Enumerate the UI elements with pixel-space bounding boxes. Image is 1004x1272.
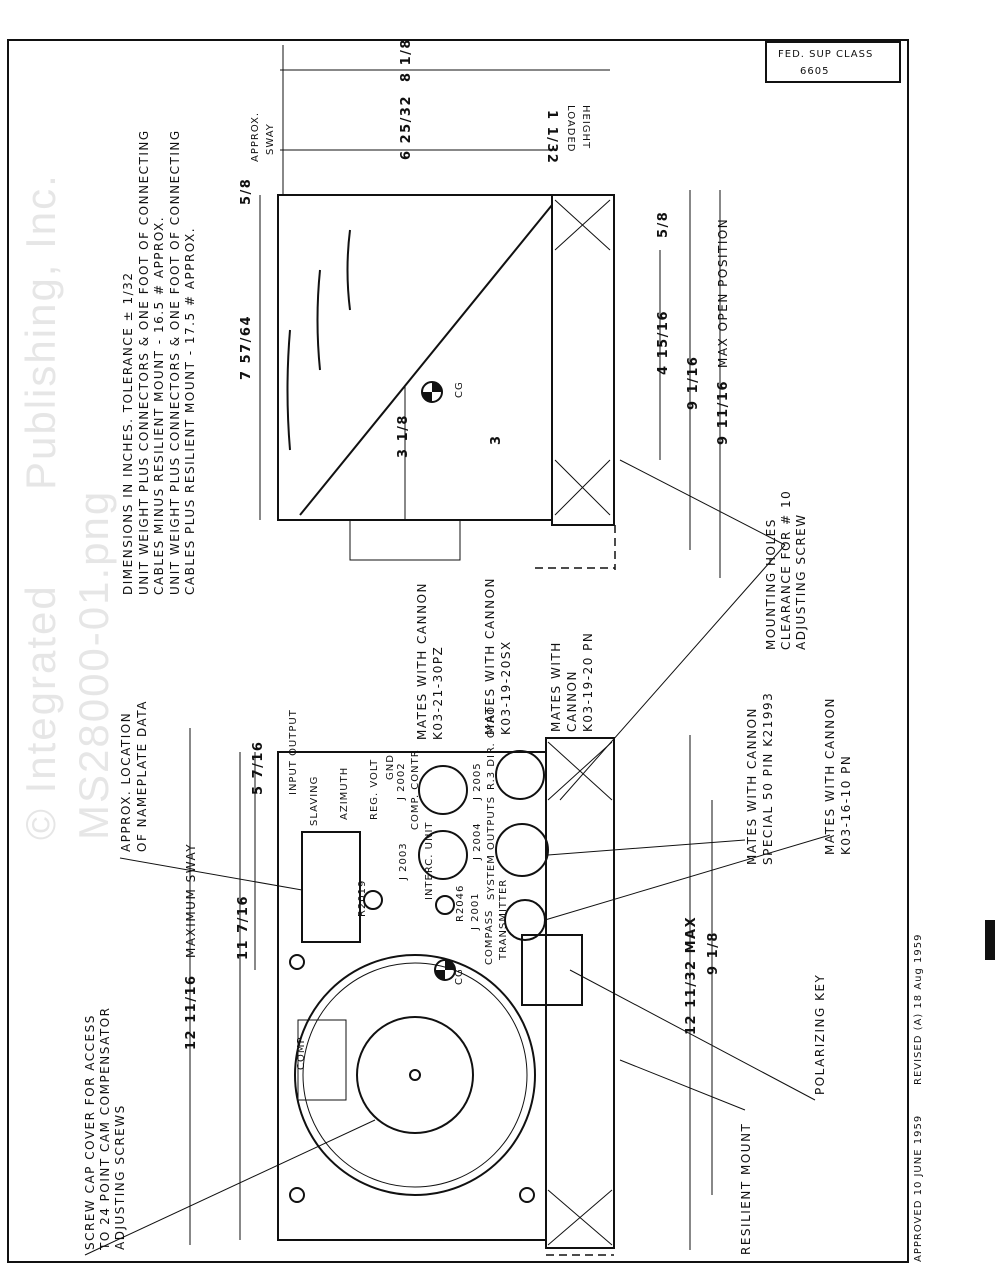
cannon-3-callout: MATES WITH [549, 641, 563, 732]
note-line: UNIT WEIGHT PLUS CONNECTORS & ONE FOOT O… [168, 129, 182, 595]
approx-sway-label: SWAY [265, 123, 276, 155]
screw-cap-callout: ADJUSTING SCREWS [113, 1104, 127, 1250]
j2002-label: J 2002 [396, 762, 407, 801]
connector-j2004 [495, 823, 549, 877]
cannon-2-callout: K03-19-20SX [499, 640, 513, 735]
dim-9-1-16: 9 1/16 [686, 356, 701, 410]
mounting-holes-label: MOUNTING HOLES [764, 518, 778, 650]
r2046-label: R2046 [455, 885, 466, 922]
azimuth-label: AZIMUTH [339, 767, 350, 820]
j2004-label: J 2004 [472, 822, 483, 861]
screw-cap [356, 1016, 474, 1134]
cannon-1-callout: MATES WITH CANNON [415, 582, 429, 740]
note-line: DIMENSIONS IN INCHES. TOLERANCE ± 1/32 [121, 272, 135, 595]
connector-j2003 [418, 830, 468, 880]
resilient-mount-body [545, 737, 615, 1249]
nameplate-area [301, 831, 361, 943]
connector-j2002 [418, 765, 468, 815]
cannon-5-callout: MATES WITH CANNON [823, 697, 837, 855]
nameplate-callout: OF NAMEPLATE DATA [135, 700, 149, 852]
screw-cap-callout: TO 24 POINT CAM COMPENSATOR [98, 1007, 112, 1251]
dim-4-15-16: 4 15/16 [656, 310, 671, 375]
reg-volt-label: REG. VOLT [369, 759, 380, 820]
mounting-holes-label: CLEARANCE FOR # 10 [779, 490, 793, 650]
dim-1-1-32: 1 1/32 [544, 110, 559, 164]
interc-unit-label: INTERC. UNIT [424, 821, 435, 900]
watermark: © Integrated Publishing, Inc. MS28000-01… [17, 173, 117, 840]
cg-label-front: CG [454, 968, 465, 985]
general-notes: DIMENSIONS IN INCHES. TOLERANCE ± 1/32 U… [121, 129, 197, 595]
dim-6-25-32: 6 25/32 [399, 95, 414, 160]
compass-label: COMPASS [484, 910, 495, 965]
side-view: CG 7 57/64 5/8 APPROX. SWAY 6 25/32 8 1/… [239, 38, 808, 801]
fed-sup-class-label: FED. SUP CLASS [778, 49, 873, 60]
connector-j2005 [495, 750, 545, 800]
slaving-label: SLAVING [309, 776, 320, 826]
dim-3: 3 [489, 434, 504, 445]
j2003-label: J 2003 [398, 842, 409, 881]
dim-9-1-8: 9 1/8 [706, 931, 721, 975]
note-line: CABLES MINUS RESILIENT MOUNT - 16.5 # AP… [152, 216, 166, 595]
comp-label: COMP [296, 1036, 307, 1070]
dim-12-11-16: 12 11/16 [184, 974, 199, 1050]
j2001-label: J 2001 [470, 892, 481, 931]
comp-contr-label: COMP. CONTR [410, 749, 421, 830]
polarizing-key [521, 934, 583, 1006]
side-view-connectors [349, 519, 461, 561]
dim-5-8-top: 5/8 [239, 178, 254, 205]
r2046-control [435, 895, 455, 915]
loaded-height-label: HEIGHT [580, 105, 591, 149]
approved-date: APPROVED 10 JUNE 1959 [913, 1115, 924, 1262]
dim-9-11-16: 9 11/16 [716, 380, 731, 445]
transmitter-label: TRANSMITTER [498, 879, 509, 961]
watermark-line: MS28000-01.png [70, 490, 117, 840]
dim-7-57-64: 7 57/64 [239, 315, 254, 380]
cannon-4-callout: SPECIAL 50 PIN K21993 [761, 692, 775, 865]
r2019-label: R2019 [357, 880, 368, 917]
dim-5-8-bottom: 5/8 [656, 211, 671, 238]
gnd-label: GND [385, 754, 396, 780]
loaded-height-label: LOADED [565, 105, 576, 152]
note-line: UNIT WEIGHT PLUS CONNECTORS & ONE FOOT O… [137, 129, 151, 595]
cannon-5-callout: K03-16-10 PN [839, 755, 853, 855]
revised-date: REVISED (A) 18 Aug 1959 [913, 934, 924, 1085]
watermark-line: © Integrated [17, 584, 64, 840]
compensator-cover [294, 954, 536, 1196]
screw-cap-callout: SCREW CAP COVER FOR ACCESS [83, 1014, 97, 1250]
j2005-label: J 2005 [472, 762, 483, 801]
watermark-line: Publishing, Inc. [17, 173, 64, 490]
input-output-label: INPUT OUTPUT [288, 709, 299, 795]
comp-scale [297, 1019, 347, 1101]
dim-8-1-8: 8 1/8 [399, 38, 414, 82]
note-line: CABLES PLUS RESILIENT MOUNT - 17.5 # APP… [183, 227, 197, 595]
dim-3-1-8: 3 1/8 [396, 414, 411, 458]
cannon-4-callout: MATES WITH CANNON [745, 707, 759, 865]
r2019-control [363, 890, 383, 910]
side-view-mount [551, 194, 615, 526]
side-view-diagonal [299, 204, 553, 516]
cannon-3-callout: K03-19-20 PN [581, 632, 595, 732]
fed-sup-class-box [765, 41, 901, 83]
mounting-holes-label: ADJUSTING SCREW [794, 513, 808, 650]
edge-mark [985, 920, 995, 960]
dim-12-11-32: 12 11/32 MAX [684, 916, 699, 1035]
nameplate-callout: APPROX. LOCATION [119, 712, 133, 852]
front-view: COMP CG INPUT OUTPUT SLAVING AZIMUTH REG… [83, 577, 853, 1256]
dim-5-7-16: 5 7/16 [251, 741, 266, 795]
approx-sway-label: APPROX. [250, 112, 261, 162]
fed-sup-class-value: 6605 [800, 66, 829, 77]
open-position-label: MAX OPEN POSITION [716, 218, 730, 368]
resilient-mount-callout: RESILIENT MOUNT [739, 1123, 753, 1255]
cannon-2-callout: MATES WITH CANNON [483, 577, 497, 735]
dim-11-7-16: 11 7/16 [236, 895, 251, 960]
max-sway-label: MAXIMUM SWAY [184, 843, 198, 958]
polarizing-key-callout: POLARIZING KEY [813, 974, 827, 1095]
cannon-3-callout: CANNON [565, 670, 579, 732]
cannon-1-callout: K03-21-30PZ [431, 646, 445, 740]
cg-label-side: CG [454, 381, 465, 398]
r3-dir-gyro-label: R.3 DIR. GYRO [486, 706, 497, 790]
system-outputs-label: SYSTEM OUTPUTS [486, 796, 497, 900]
